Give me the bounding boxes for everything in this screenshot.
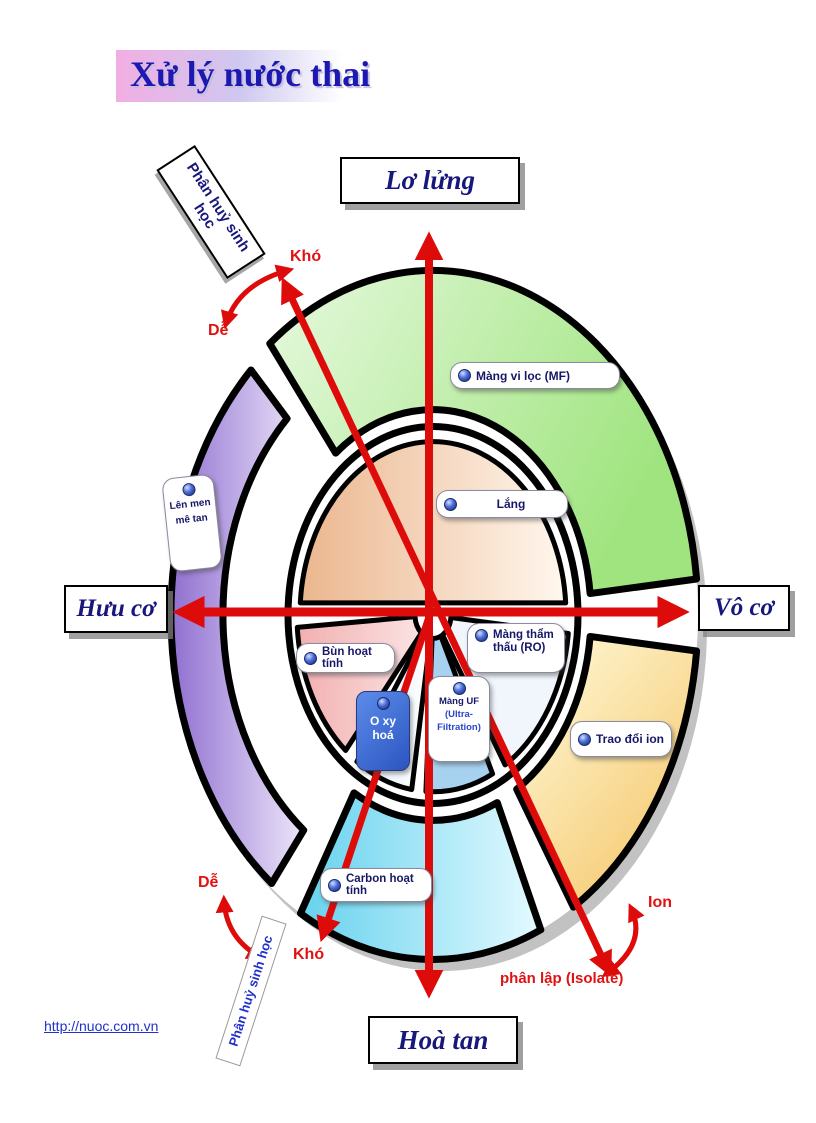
process-activated-sludge: Bùn hoạt tính	[296, 643, 395, 673]
bullet-sphere-icon	[328, 878, 341, 892]
process-ion-exchange: Trao đổi ion	[570, 721, 672, 757]
activated-sludge-text: Bùn hoạt tính	[322, 646, 372, 670]
diagonal-biodeg-isolate-arrow	[281, 277, 612, 977]
hard-label-top: Khó	[290, 248, 322, 265]
easy-label-top: Dễ	[208, 322, 229, 339]
website-link[interactable]: http://nuoc.com.vn	[44, 1018, 159, 1034]
methane-line2: mê tan	[175, 512, 209, 527]
process-oxidation: O xy hoá	[356, 691, 410, 771]
process-reverse-osmosis: Màng thẩm thấu (RO)	[467, 623, 565, 673]
curved-arrow-bottom-right	[601, 903, 645, 978]
axis-label-inorganic: Vô cơ	[698, 585, 790, 631]
isolate-label: phân lập (Isolate)	[500, 970, 624, 987]
axis-bottom-text: Hoà tan	[397, 1024, 489, 1055]
axis-top-text: Lơ lửng	[385, 165, 475, 195]
uf-line3: Filtration)	[437, 721, 481, 733]
activated-carbon-text: Carbon hoạt tính	[346, 873, 414, 897]
axis-left-text: Hưu cơ	[76, 595, 156, 622]
ro-line2: thấu (RO)	[493, 642, 546, 655]
bullet-sphere-icon	[578, 732, 591, 746]
ro-text: Màng thẩm thấu (RO)	[493, 629, 554, 655]
bullet-sphere-icon	[444, 497, 457, 511]
process-activated-carbon: Carbon hoạt tính	[320, 868, 432, 902]
sedimentation-text: Lắng	[496, 497, 526, 511]
bullet-sphere-icon	[475, 629, 488, 642]
ion-label: Ion	[648, 894, 672, 911]
axis-right-text: Vô cơ	[714, 594, 774, 621]
process-ultrafiltration: Màng UF (Ultra- Filtration)	[428, 676, 490, 762]
bullet-sphere-icon	[376, 697, 390, 710]
bullet-sphere-icon	[304, 651, 317, 665]
bullet-sphere-icon	[181, 482, 196, 497]
oxidation-text: O xy hoá	[369, 714, 396, 743]
ion-exchange-text: Trao đổi ion	[596, 732, 664, 746]
axis-label-dissolved: Hoà tan	[368, 1016, 518, 1064]
page-title: Xử lý nước thai	[116, 50, 393, 102]
membrane-mf-text: Màng vi lọc (MF)	[476, 368, 570, 383]
uf-line2: (Ultra-	[445, 708, 473, 720]
axis-label-suspended: Lơ lửng	[340, 157, 520, 204]
process-methane-fermentation: Lên men mê tan	[161, 473, 223, 573]
process-membrane-mf: Màng vi lọc (MF)	[450, 362, 620, 389]
curved-arrow-top-left	[221, 264, 295, 330]
easy-label-bottom: Dễ	[198, 874, 219, 891]
uf-line1: Màng UF	[438, 696, 480, 707]
ro-line1: Màng thẩm	[493, 629, 554, 641]
axis-label-organic: Hưu cơ	[64, 585, 168, 633]
methane-line1: Lên men	[169, 496, 212, 513]
process-sedimentation: Lắng	[436, 490, 568, 518]
bullet-sphere-icon	[458, 369, 471, 382]
bullet-sphere-icon	[452, 682, 466, 695]
hard-label-bottom: Khó	[293, 946, 325, 963]
